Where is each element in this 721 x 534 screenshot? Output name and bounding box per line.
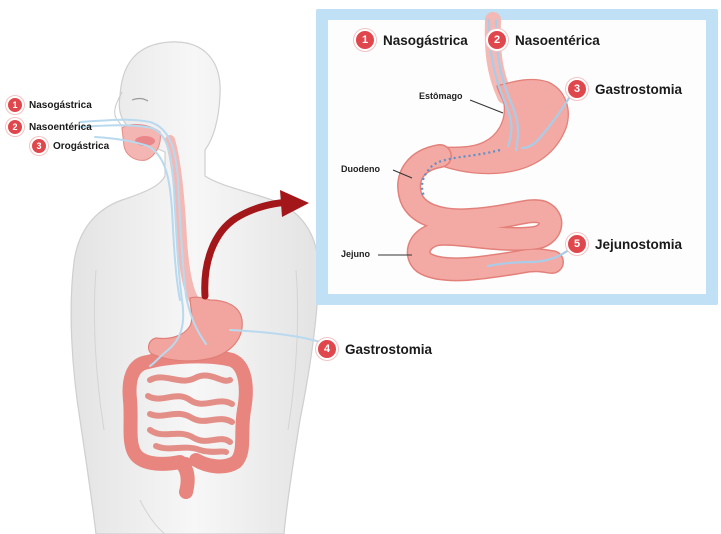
number-badge: 2 bbox=[6, 118, 24, 136]
number-badge: 1 bbox=[354, 29, 376, 51]
anatomy-label-jejunum: Jejuno bbox=[341, 249, 370, 259]
label-nasogastric: 1 Nasogástrica bbox=[6, 96, 92, 114]
inset-label-nasoenteric: 2 Nasoentérica bbox=[486, 29, 600, 51]
inset-label-jejunostomy: 5 Jejunostomia bbox=[566, 233, 682, 255]
number-badge: 2 bbox=[486, 29, 508, 51]
number-badge: 3 bbox=[566, 78, 588, 100]
inset-label-nasogastric: 1 Nasogástrica bbox=[354, 29, 468, 51]
number-badge: 4 bbox=[316, 338, 338, 360]
anatomy-label-stomach: Estômago bbox=[419, 91, 463, 101]
label-text: Nasoentérica bbox=[515, 33, 600, 48]
number-badge: 3 bbox=[30, 137, 48, 155]
label-text: Nasogástrica bbox=[383, 33, 468, 48]
label-text: Gastrostomia bbox=[345, 342, 432, 357]
label-text: Nasoentérica bbox=[29, 122, 92, 133]
anatomy-label-duodenum: Duodeno bbox=[341, 164, 380, 174]
label-text: Orogástrica bbox=[53, 141, 109, 152]
label-orogastric: 3 Orogástrica bbox=[30, 137, 109, 155]
number-badge: 1 bbox=[6, 96, 24, 114]
label-text: Gastrostomia bbox=[595, 82, 682, 97]
label-nasoenteric: 2 Nasoentérica bbox=[6, 118, 92, 136]
label-gastrostomy-body: 4 Gastrostomia bbox=[316, 338, 432, 360]
label-text: Jejunostomia bbox=[595, 237, 682, 252]
label-text: Nasogástrica bbox=[29, 100, 92, 111]
inset-label-gastrostomy: 3 Gastrostomia bbox=[566, 78, 682, 100]
number-badge: 5 bbox=[566, 233, 588, 255]
